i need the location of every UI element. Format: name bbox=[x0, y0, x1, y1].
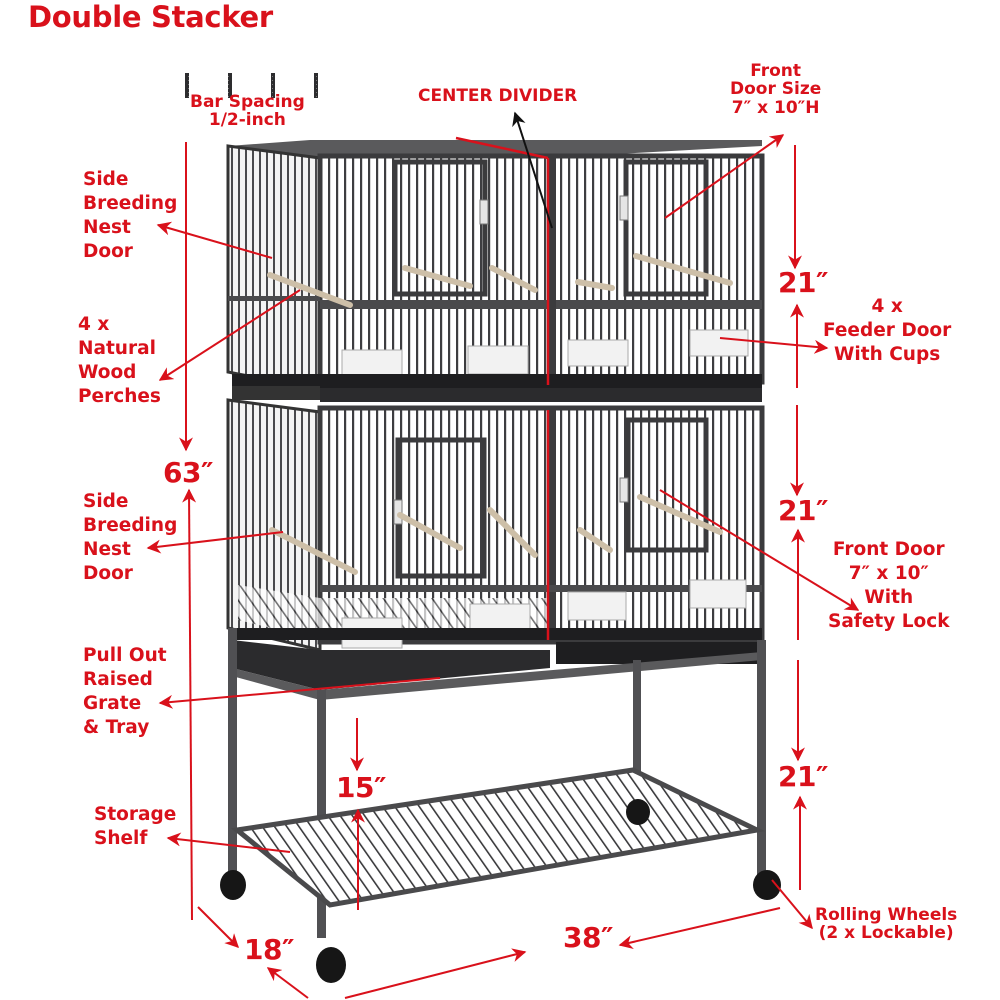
feeder-doors-label: 4 x Feeder Door With Cups bbox=[823, 296, 952, 366]
depth-dimension: 18″ bbox=[244, 933, 294, 966]
wheels-label: Rolling Wheels (2 x Lockable) bbox=[815, 905, 958, 944]
front-door-label: Front Door 7″ x 10″ With Safety Lock bbox=[828, 539, 950, 633]
annotation-arrows bbox=[146, 134, 860, 999]
width-dimension: 38″ bbox=[563, 921, 613, 954]
lower-cage bbox=[226, 398, 765, 690]
bar-spacing-sample-icon bbox=[185, 73, 318, 98]
perches-label: 4 x Natural Wood Perches bbox=[78, 314, 161, 408]
storage-shelf-label: Storage Shelf bbox=[94, 804, 177, 850]
wheel-icon bbox=[220, 799, 781, 983]
center-divider-arrow bbox=[512, 111, 553, 229]
stand bbox=[220, 628, 781, 983]
upper-section-dimension: 21″ bbox=[778, 266, 828, 299]
side-nest-door-bottom-label: Side Breeding Nest Door bbox=[83, 491, 178, 585]
stand-height-dimension: 21″ bbox=[778, 760, 828, 793]
bar-spacing-label: Bar Spacing 1/2-inch bbox=[190, 92, 305, 131]
tray-label: Pull Out Raised Grate & Tray bbox=[83, 645, 167, 739]
lower-section-dimension: 21″ bbox=[778, 494, 828, 527]
total-height-dimension: 63″ bbox=[163, 456, 213, 489]
page-title: Double Stacker bbox=[28, 0, 273, 34]
shelf-clearance-dimension: 15″ bbox=[336, 771, 386, 804]
front-door-size-label: Front Door Size 7″ x 10″H bbox=[730, 61, 822, 118]
upper-cage bbox=[226, 140, 765, 402]
side-nest-door-top-label: Side Breeding Nest Door bbox=[83, 169, 178, 263]
center-divider-label: CENTER DIVIDER bbox=[418, 86, 578, 106]
